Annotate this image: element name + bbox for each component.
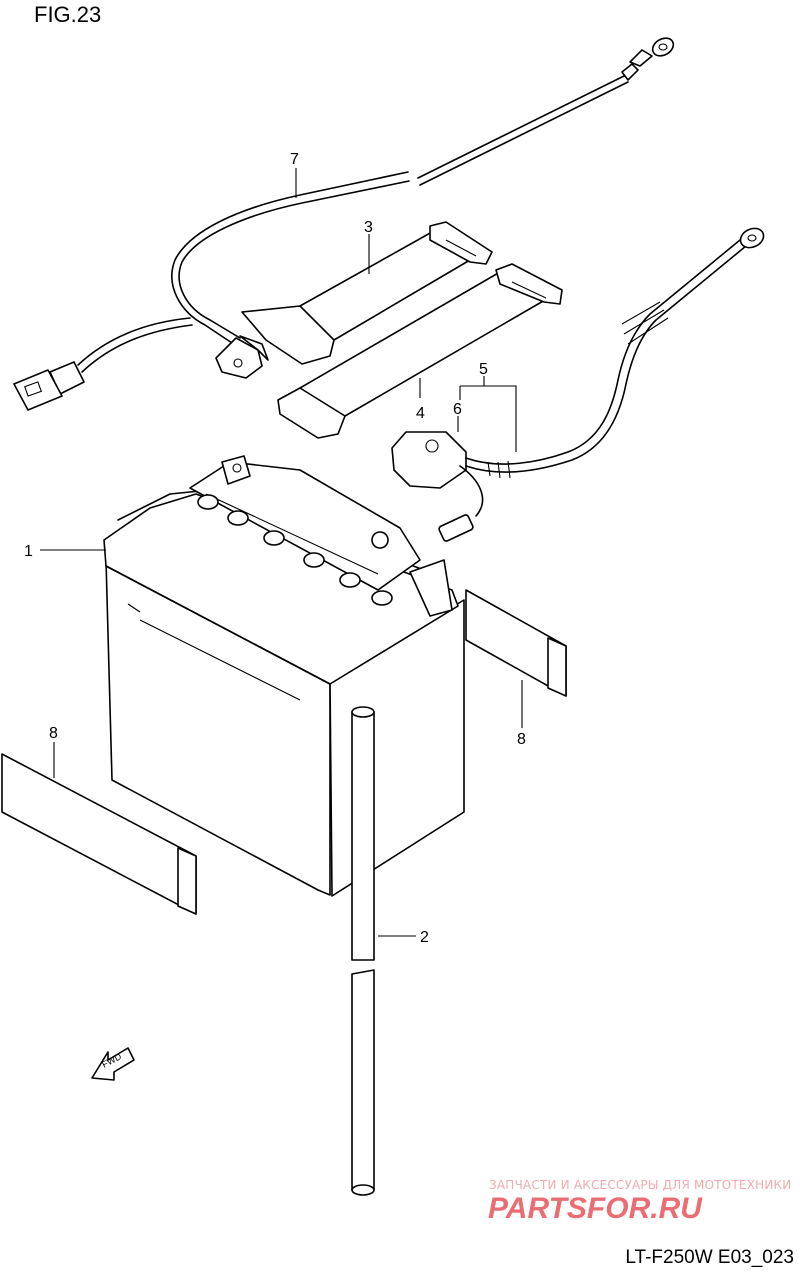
part-4-strap — [277, 263, 563, 439]
label-1: 1 — [24, 543, 33, 560]
part-7-cable — [13, 37, 675, 411]
part-1-battery — [103, 455, 465, 897]
cell-caps — [197, 494, 393, 606]
label-6: 6 — [453, 401, 462, 418]
part-2-tube — [351, 706, 375, 1196]
part-8-pad-left — [1, 753, 197, 915]
watermark-logo: PARTSFOR.RU — [488, 1192, 703, 1225]
figure-code: LT-F250W E03_023 — [625, 1247, 794, 1268]
fwd-arrow-icon: FWD — [91, 1047, 135, 1081]
label-8-right: 8 — [517, 731, 526, 748]
figure-title: FIG.23 — [34, 2, 102, 27]
label-5: 5 — [479, 361, 488, 378]
label-7: 7 — [290, 151, 299, 168]
label-2: 2 — [420, 929, 429, 946]
watermark-brand: PARTSFOR.RU — [488, 1192, 703, 1225]
label-8-left: 8 — [49, 725, 58, 742]
callout-lines — [40, 168, 523, 937]
part-5-cable-assembly — [391, 227, 765, 542]
label-3: 3 — [364, 219, 373, 236]
part-3-strap — [241, 221, 493, 365]
part-8-pad-right — [465, 589, 567, 697]
label-4: 4 — [416, 405, 425, 422]
watermark-tagline: ЗАПЧАСТИ И АКСЕССУАРЫ ДЛЯ МОТОТЕХНИКИ — [489, 1178, 792, 1192]
part-labels: 7 3 4 5 6 1 8 8 2 — [24, 151, 526, 946]
